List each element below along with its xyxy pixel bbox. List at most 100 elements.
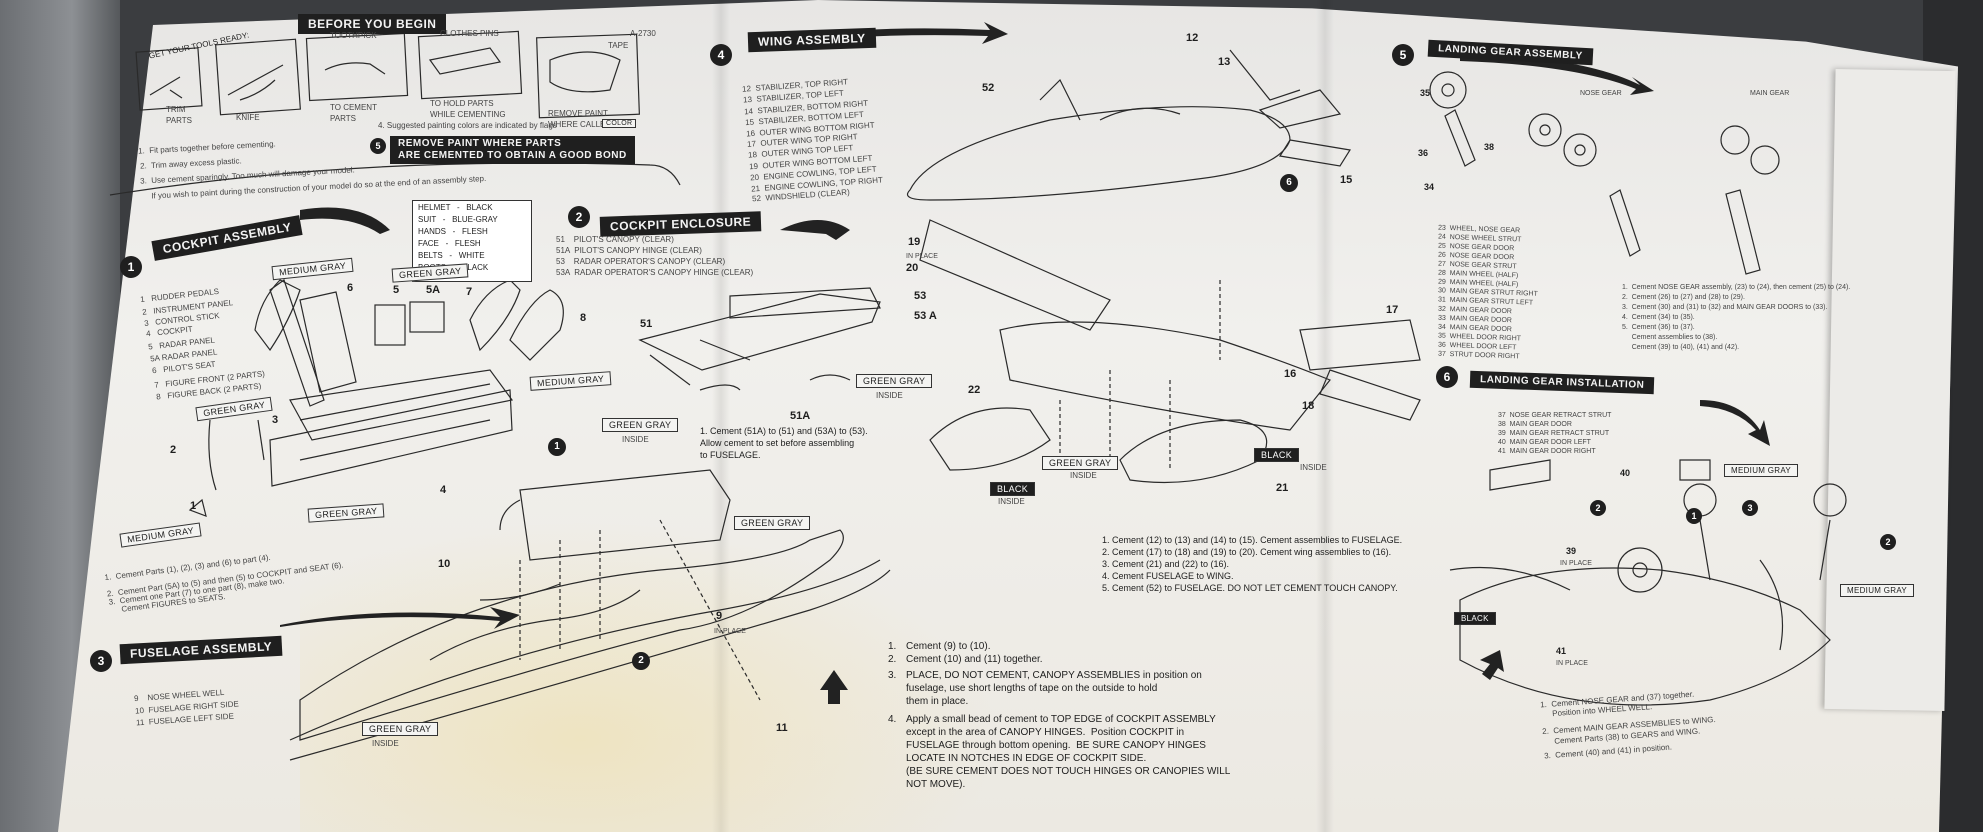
callout-20: 20 (906, 262, 919, 274)
substep-2-marker: 2 (1590, 500, 1606, 516)
step-1-number: 1 (120, 256, 142, 278)
before-you-begin-banner: BEFORE YOU BEGIN (298, 14, 447, 34)
callout-53a: 53 A (914, 310, 937, 322)
substep-marker: 6 (1280, 174, 1298, 192)
tag-medium-gray: MEDIUM GRAY (1840, 584, 1915, 597)
step3-instr-3: 3.PLACE, DO NOT CEMENT, CANOPY ASSEMBLIE… (888, 670, 1202, 707)
tag-medium-gray: MEDIUM GRAY (1724, 464, 1799, 477)
step3-instr-4: 4.Apply a small bead of cement to TOP ED… (888, 714, 1231, 790)
color-helmet: HELMET - BLACK (418, 203, 493, 212)
callout-22: 22 (968, 384, 981, 396)
callout-13: 13 (1218, 56, 1231, 68)
in-place-label: IN PLACE (1560, 560, 1592, 567)
callout-36: 36 (1418, 148, 1429, 158)
step2-instr-1: 1. Cement (51A) to (51) and (53A) to (53… (700, 426, 868, 436)
nose-gear-label: NOSE GEAR (1580, 90, 1622, 97)
substep-1-marker: 1 (1686, 508, 1702, 524)
warning-number: 5 (370, 138, 386, 154)
callout-16: 16 (1284, 368, 1297, 380)
step2-part-51: 51 PILOT'S CANOPY (CLEAR) (556, 235, 674, 244)
step5-instr-1: 1. Cement NOSE GEAR assembly, (23) to (2… (1622, 284, 1851, 291)
step5-instr-7: Cement (39) to (40), (41) and (42). (1622, 344, 1740, 351)
in-place-label: IN PLACE (906, 253, 938, 260)
callout-52: 52 (982, 82, 995, 94)
callout-21: 21 (1276, 482, 1289, 494)
color-hands: HANDS - FLESH (418, 227, 488, 236)
tag-green-gray: GREEN GRAY (734, 516, 811, 530)
step-2-number: 2 (568, 206, 590, 228)
tool-label-knife: KNIFE (236, 113, 260, 122)
callout-35: 35 (1420, 88, 1431, 98)
step4-instr-4: 4. Cement FUSELAGE to WING. (1102, 571, 1234, 581)
paint-flag: COLOR (602, 119, 637, 128)
step5-instr-4: 4. Cement (34) to (35). (1622, 314, 1695, 321)
callout-3: 3 (272, 414, 279, 426)
tool-caption-2: TO CEMENT PARTS (330, 103, 377, 123)
step3-instr-1: 1.Cement (9) to (10). (888, 641, 991, 652)
tag-inside: INSIDE (998, 497, 1025, 506)
step-4-number: 4 (710, 44, 732, 66)
callout-38: 38 (1484, 142, 1495, 152)
callout-40: 40 (1620, 468, 1631, 478)
substep-2-marker: 2 (632, 652, 650, 670)
step4-instr-2: 2. Cement (17) to (18) and (19) to (20).… (1102, 547, 1392, 557)
tag-black: BLACK (990, 482, 1036, 496)
step3-instr-2: 2.Cement (10) and (11) together. (888, 654, 1043, 665)
step4-instr-3: 3. Cement (21) and (22) to (16). (1102, 559, 1230, 569)
callout-10: 10 (438, 558, 451, 570)
tag-green-gray: GREEN GRAY (1042, 456, 1119, 470)
substep-2-marker: 2 (1880, 534, 1896, 550)
callout-51: 51 (640, 318, 653, 330)
tool-label-clothespins: CLOTHES PINS (440, 29, 499, 38)
step5-instr-2: 2. Cement (26) to (27) and (28) to (29). (1622, 294, 1745, 301)
callout-18: 18 (1302, 400, 1315, 412)
callout-51a: 51A (790, 410, 811, 422)
substep-3-marker: 3 (1742, 500, 1758, 516)
callout-17: 17 (1386, 304, 1399, 316)
callout-53: 53 (914, 290, 927, 302)
tag-green-gray: GREEN GRAY (856, 374, 933, 388)
color-suit: SUIT - BLUE-GRAY (418, 215, 498, 224)
callout-7: 7 (466, 286, 473, 298)
in-place-label: IN PLACE (1556, 660, 1588, 667)
substep-1-marker: 1 (548, 438, 566, 456)
step-5-number: 5 (1392, 44, 1414, 66)
sheet-fold (712, 0, 730, 832)
tool-label-tape: TAPE (608, 41, 629, 50)
tool-label-toothpick: TOOTHPICK (330, 31, 377, 40)
paint-note: 4. Suggested painting colors are indicat… (378, 121, 557, 130)
step6-part-41: 41 MAIN GEAR DOOR RIGHT (1498, 448, 1596, 455)
step6-part-38: 38 MAIN GEAR DOOR (1498, 421, 1572, 428)
step6-part-39: 39 MAIN GEAR RETRACT STRUT (1498, 430, 1610, 437)
tag-green-gray: GREEN GRAY (602, 418, 679, 432)
tag-inside: INSIDE (372, 739, 399, 748)
step2-part-53a: 53A RADAR OPERATOR'S CANOPY HINGE (CLEAR… (556, 268, 754, 277)
callout-5a: 5A (426, 284, 441, 296)
callout-4: 4 (440, 484, 447, 496)
callout-2: 2 (170, 444, 177, 456)
in-place-label: IN PLACE (714, 628, 746, 635)
color-belts: BELTS - WHITE (418, 251, 485, 260)
step5-instr-3: 3. Cement (30) and (31) to (32) and MAIN… (1622, 304, 1828, 311)
step-6-number: 6 (1436, 366, 1458, 388)
step5-instr-5: 5. Cement (36) to (37). (1622, 324, 1695, 331)
light-patch (300, 520, 1000, 832)
callout-34: 34 (1424, 182, 1435, 192)
color-face: FACE - FLESH (418, 239, 481, 248)
step4-instr-1: 1. Cement (12) to (13) and (14) to (15).… (1102, 535, 1403, 545)
tag-inside: INSIDE (1070, 471, 1097, 480)
tag-inside: INSIDE (876, 391, 903, 400)
sheet-fold (1316, 0, 1334, 832)
callout-6: 6 (347, 282, 354, 294)
callout-11: 11 (776, 722, 788, 734)
tag-green-gray: GREEN GRAY (362, 722, 439, 736)
callout-15: 15 (1340, 174, 1353, 186)
tag-black: BLACK (1454, 612, 1496, 625)
callout-39: 39 (1566, 546, 1577, 556)
main-gear-label: MAIN GEAR (1750, 90, 1790, 97)
tag-inside: INSIDE (1300, 463, 1327, 472)
callout-41: 41 (1556, 646, 1567, 656)
tool-caption-3: TO HOLD PARTS WHILE CEMENTING (430, 99, 506, 119)
callout-8: 8 (580, 312, 587, 324)
step6-part-37: 37 NOSE GEAR RETRACT STRUT (1498, 412, 1612, 419)
